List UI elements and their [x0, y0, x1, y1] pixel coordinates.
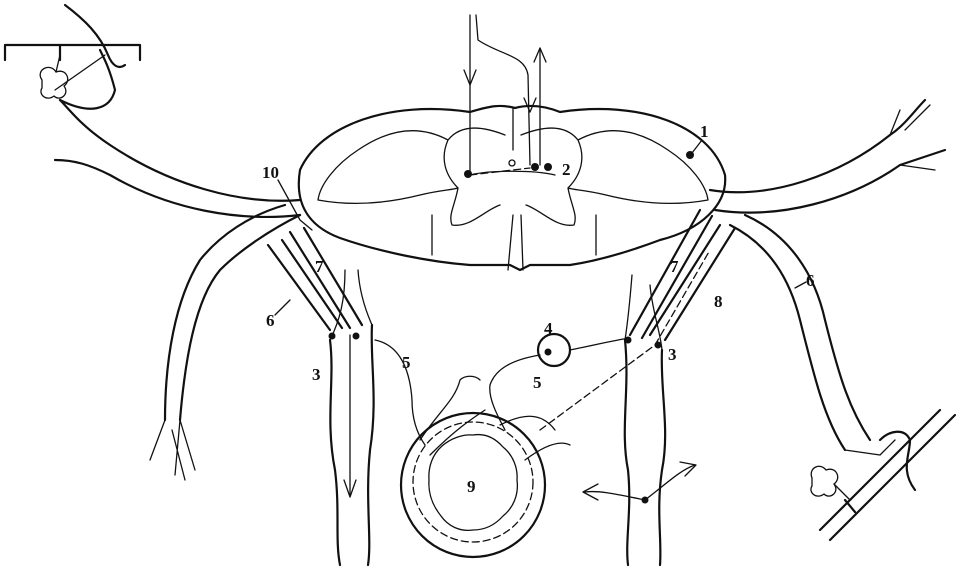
label-6-left: 6 — [266, 311, 275, 330]
label-10: 10 — [262, 163, 279, 182]
label-5-left: 5 — [402, 353, 411, 372]
anterior-median-fissure — [508, 215, 523, 270]
label-3-left: 3 — [312, 365, 321, 384]
spinal-cord — [299, 106, 725, 270]
neuron-body — [625, 337, 632, 344]
right-spinal-nerve — [630, 100, 945, 455]
label-5-right: 5 — [533, 373, 542, 392]
left-ventral-branch — [180, 215, 300, 420]
grey-matter-right — [521, 128, 708, 225]
neuron-body — [544, 163, 552, 171]
right-gland-duct — [834, 484, 850, 500]
grey-matter-left — [318, 128, 505, 225]
left-skin-surface — [5, 45, 140, 60]
central-canal — [509, 160, 515, 166]
right-ventral-branch — [730, 225, 845, 450]
label-7-left: 7 — [315, 257, 324, 276]
label-4: 4 — [544, 319, 553, 338]
diagram-labels: 1 2 3 3 4 5 5 6 6 7 7 8 9 10 — [262, 122, 815, 496]
label-9: 9 — [467, 477, 476, 496]
organ-plexus-fibres — [420, 376, 570, 460]
left-branch-fan — [150, 420, 195, 480]
preganglionic-to-ganglion — [570, 338, 630, 350]
anterior-horn-lines — [432, 215, 596, 255]
left-nerve-to-skin — [55, 55, 105, 90]
label-1: 1 — [700, 122, 709, 141]
right-sympathetic-trunk-inner — [659, 350, 665, 565]
left-nerve-trunk-upper — [60, 100, 300, 201]
neuron-body — [655, 342, 662, 349]
left-sympathetic-trunk-outer — [330, 340, 340, 565]
right-sweat-gland — [811, 466, 838, 496]
left-hair-follicle — [65, 5, 125, 67]
right-trunk-outgoing-fibres — [585, 465, 695, 500]
leader-1 — [692, 140, 702, 153]
neuron-body — [464, 170, 472, 178]
leader-6-right — [795, 282, 806, 288]
left-postganglionic-to-organ — [375, 340, 425, 445]
neuron-body — [329, 333, 336, 340]
neuron-body — [353, 333, 360, 340]
neuron-bodies — [329, 151, 695, 504]
right-trunk-arrow-right — [680, 462, 696, 476]
neuron-body — [531, 163, 539, 171]
label-7-right: 7 — [670, 257, 679, 276]
left-gland-duct — [56, 55, 60, 72]
right-nerve-trunk-lower — [715, 150, 945, 213]
right-nerve-trunk-upper — [710, 100, 925, 192]
right-nerve-to-skin — [845, 440, 895, 455]
label-2: 2 — [562, 160, 571, 179]
left-sympathetic-trunk-inner — [368, 325, 374, 565]
tract-connector — [476, 15, 530, 165]
left-ramus-white — [268, 240, 342, 330]
spinal-cord-outline — [299, 106, 725, 270]
leader-6-left — [275, 300, 290, 315]
right-ramus-white — [650, 225, 735, 340]
right-sympathetic-trunk-outer — [625, 340, 630, 565]
label-8: 8 — [714, 292, 723, 311]
left-ramus-grey — [290, 228, 362, 328]
label-leaders — [275, 140, 806, 315]
left-sweat-gland — [40, 67, 68, 98]
neuron-body — [642, 497, 649, 504]
right-skin-surface — [820, 410, 955, 540]
label-3-right: 3 — [668, 345, 677, 364]
tracts — [464, 15, 546, 175]
label-6-right: 6 — [806, 271, 815, 290]
prevertebral-ganglion — [538, 334, 570, 366]
neuron-body — [545, 349, 552, 356]
